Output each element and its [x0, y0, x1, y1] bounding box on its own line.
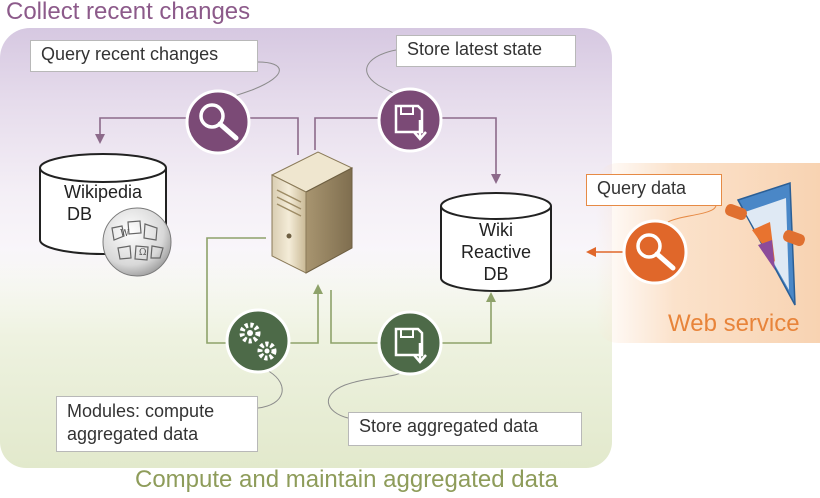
modules-compute-callout-line2: aggregated data — [67, 424, 199, 444]
compute-section-title: Compute and maintain aggregated data — [135, 466, 558, 493]
server-icon — [270, 151, 354, 274]
query-recent-magnifier-icon — [185, 89, 251, 155]
store-aggregated-data-callout: Store aggregated data — [348, 412, 582, 446]
store-latest-save-disk-icon — [377, 87, 443, 153]
wikipedia-db-label-line2: DB — [67, 204, 93, 224]
query-data-magnifier-icon — [622, 219, 688, 285]
query-data-callout: Query data — [586, 174, 722, 206]
store-aggregated-save-disk-icon — [377, 310, 443, 376]
wikipedia-globe-icon: W Ω — [102, 207, 172, 277]
wikipedia-db-label: Wikipedia DB — [43, 181, 163, 225]
modules-gears-icon — [225, 308, 291, 374]
store-latest-state-callout: Store latest state — [396, 35, 576, 67]
web-service-logo-icon — [725, 181, 805, 306]
modules-loop-arrow — [206, 237, 323, 344]
wiki-reactive-db-label-line1: Wiki — [479, 220, 513, 240]
wiki-reactive-db-cylinder — [440, 192, 552, 292]
collect-section-title: Collect recent changes — [6, 0, 251, 25]
wiki-reactive-db-label: Wiki Reactive DB — [441, 219, 551, 285]
wiki-reactive-db-label-line2: Reactive — [460, 242, 532, 262]
web-service-section-title: Web service — [668, 310, 800, 337]
query-recent-changes-callout: Query recent changes — [30, 40, 258, 72]
svg-text:W: W — [120, 229, 130, 239]
svg-text:Ω: Ω — [139, 248, 146, 258]
modules-compute-callout-line1: Modules: compute — [67, 401, 215, 421]
store-aggregated-callout-leader — [327, 369, 405, 419]
wiki-reactive-db-label-line3: DB — [483, 264, 509, 284]
modules-compute-callout: Modules: compute aggregated data — [56, 396, 258, 452]
wikipedia-db-label-line1: Wikipedia — [63, 182, 143, 202]
